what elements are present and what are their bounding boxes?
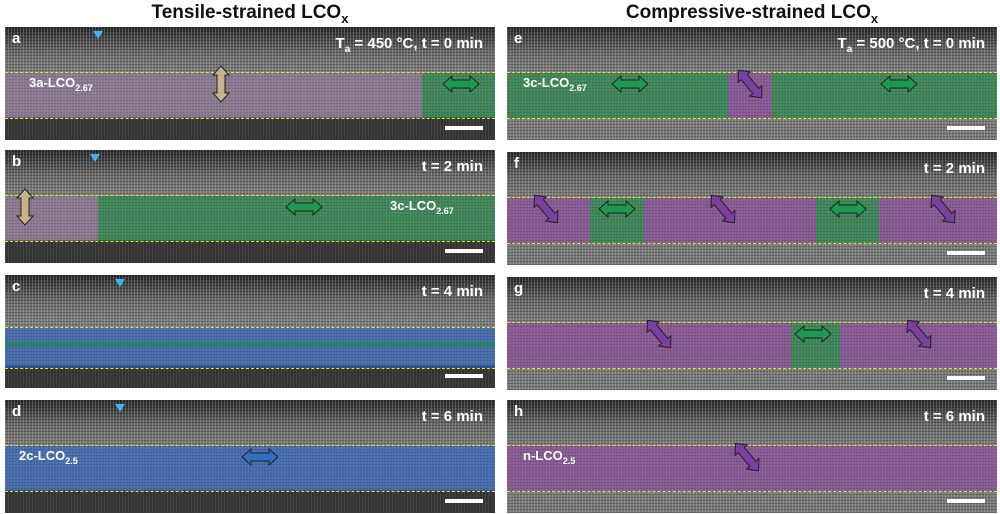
- substrate: [5, 117, 495, 140]
- panel-e: e Ta = 500 °C, t = 0 min 3c-LCO2.67: [507, 27, 997, 140]
- domain-stripe: [5, 341, 495, 347]
- title-text: Tensile-strained LCO: [151, 2, 342, 23]
- condition-label: t = 2 min: [923, 160, 985, 177]
- panel-letter: d: [12, 403, 22, 420]
- condition-label: Ta = 500 °C, t = 0 min: [837, 35, 985, 55]
- marker-triangle-icon: [115, 279, 125, 287]
- double-arrow-horizontal-icon: [598, 199, 637, 218]
- domain-2c: [5, 327, 495, 368]
- panel-f: f t = 2 min: [507, 152, 997, 265]
- scale-bar: [947, 251, 985, 255]
- condition-label: t = 6 min: [923, 408, 985, 425]
- panel-a: a Ta = 450 °C, t = 0 min 3a-LCO2.67: [5, 27, 495, 140]
- panel-d: d t = 6 min 2c-LCO2.5: [5, 400, 495, 513]
- condition-label: t = 4 min: [421, 283, 483, 300]
- scale-bar: [947, 499, 985, 503]
- film-band: [5, 72, 495, 120]
- phase-label: 3c-LCO2.67: [523, 74, 587, 93]
- right-column-title: Compressive-strained LCOx: [507, 2, 997, 26]
- phase-label: 3a-LCO2.67: [29, 74, 93, 93]
- domain-n: [507, 323, 792, 369]
- double-arrow-diagonal-icon: [641, 315, 676, 353]
- condition-label: t = 4 min: [923, 285, 985, 302]
- title-subscript: x: [870, 10, 879, 26]
- phase-label: 2c-LCO2.5: [19, 447, 78, 466]
- double-arrow-vertical-icon: [211, 64, 230, 103]
- double-arrow-horizontal-icon: [610, 74, 649, 93]
- condition-label: t = 2 min: [421, 158, 483, 175]
- film-band: [507, 197, 997, 245]
- double-arrow-horizontal-icon: [880, 74, 918, 93]
- panel-letter: g: [514, 280, 524, 297]
- film-band: [5, 445, 495, 493]
- condition-label: t = 6 min: [421, 408, 483, 425]
- marker-triangle-icon: [115, 404, 125, 412]
- double-arrow-diagonal-icon: [705, 190, 740, 228]
- double-arrow-horizontal-icon: [285, 197, 323, 216]
- double-arrow-diagonal-icon: [925, 190, 960, 228]
- title-subscript: x: [341, 10, 349, 26]
- panel-letter: f: [514, 155, 519, 172]
- double-arrow-horizontal-icon: [794, 324, 833, 343]
- scale-bar: [445, 249, 483, 253]
- panel-c: c t = 4 min: [5, 275, 495, 388]
- double-arrow-diagonal-icon: [528, 190, 563, 228]
- phase-label: n-LCO2.5: [523, 447, 576, 466]
- double-arrow-vertical-icon: [15, 187, 34, 226]
- double-arrow-diagonal-icon: [729, 438, 764, 476]
- film-band: [5, 326, 495, 369]
- panel-h: h t = 6 min n-LCO2.5: [507, 400, 997, 513]
- panel-letter: e: [514, 30, 523, 47]
- scale-bar: [445, 499, 483, 503]
- double-arrow-diagonal-icon: [901, 315, 936, 353]
- double-arrow-horizontal-icon: [828, 199, 867, 218]
- panel-letter: b: [12, 153, 22, 170]
- double-arrow-horizontal-icon: [241, 447, 279, 466]
- domain-3a: [5, 73, 422, 119]
- condition-label: Ta = 450 °C, t = 0 min: [335, 35, 483, 55]
- double-arrow-diagonal-icon: [732, 65, 767, 103]
- scale-bar: [947, 126, 985, 130]
- double-arrow-horizontal-icon: [441, 74, 480, 93]
- panel-letter: h: [514, 403, 524, 420]
- panel-letter: c: [12, 278, 21, 295]
- marker-triangle-icon: [93, 31, 103, 39]
- panel-letter: a: [12, 30, 21, 47]
- title-text: Compressive-strained LCO: [625, 2, 871, 23]
- substrate: [5, 240, 495, 263]
- panel-b: b t = 2 min 3c-LCO2.67: [5, 150, 495, 263]
- scale-bar: [445, 374, 483, 378]
- marker-triangle-icon: [90, 154, 100, 162]
- left-column-title: Tensile-strained LCOx: [5, 2, 495, 26]
- panel-g: g t = 4 min: [507, 277, 997, 390]
- scale-bar: [445, 126, 483, 130]
- scale-bar: [947, 376, 985, 380]
- substrate: [5, 365, 495, 388]
- substrate: [5, 490, 495, 513]
- phase-label: 3c-LCO2.67: [390, 197, 454, 216]
